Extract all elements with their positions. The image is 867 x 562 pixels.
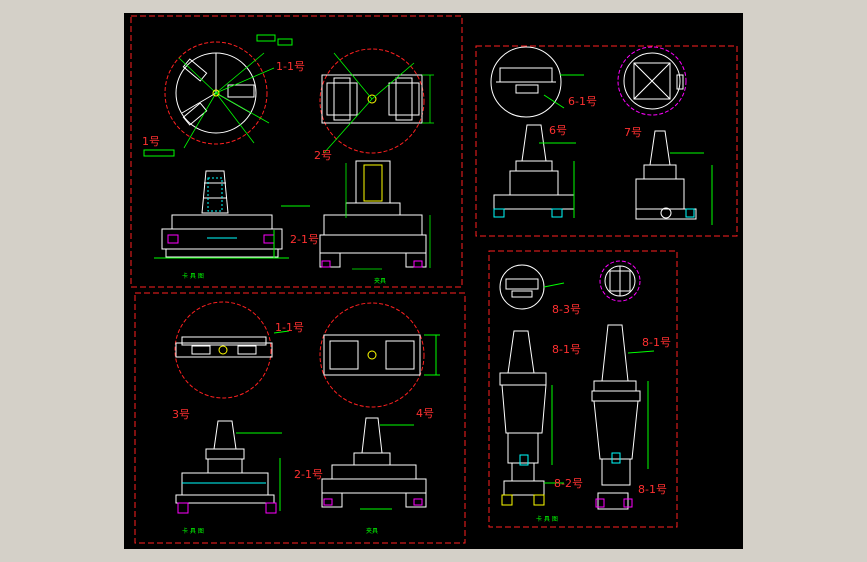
caption-1: 卡 具 图 xyxy=(182,272,204,280)
label-6: 6号 xyxy=(549,124,567,137)
part-labels: 1-1号 1号 2号 2-1号 6-1号 6号 7号 1-1号 3号 4号 2-… xyxy=(142,60,671,496)
part-6-front-view xyxy=(493,124,576,218)
part-8-3-top-view xyxy=(499,264,565,310)
label-1-1a: 1-1号 xyxy=(276,60,305,73)
caption-4: 夹具 xyxy=(366,527,378,535)
label-8-1c: 8-1号 xyxy=(638,483,667,496)
part-2-front-view xyxy=(319,160,431,270)
label-8-2: 8-2号 xyxy=(554,477,583,490)
part-2-1-top-view xyxy=(319,302,440,408)
part-7-front-view xyxy=(635,130,713,225)
label-3: 3号 xyxy=(172,408,190,421)
label-7: 7号 xyxy=(624,126,642,139)
frame-top-left xyxy=(130,15,463,288)
label-8-1b: 8-1号 xyxy=(642,336,671,349)
caption-3: 卡 具 图 xyxy=(182,527,204,535)
part-1-top-view xyxy=(143,34,293,157)
label-8-3: 8-3号 xyxy=(552,303,581,316)
part-6-top-view xyxy=(490,46,584,118)
caption-5: 卡 具 图 xyxy=(536,515,558,523)
label-6-1: 6-1号 xyxy=(568,95,597,108)
label-2-1a: 2-1号 xyxy=(290,233,319,246)
label-2: 2号 xyxy=(314,149,332,162)
sheet-frames xyxy=(130,15,738,544)
label-1: 1号 xyxy=(142,135,160,148)
frame-top-right xyxy=(475,45,738,237)
cad-viewport[interactable]: 1-1号 1号 2号 2-1号 6-1号 6号 7号 1-1号 3号 4号 2-… xyxy=(124,13,743,549)
label-8-1a: 8-1号 xyxy=(552,343,581,356)
part-1-1-top-view xyxy=(174,301,290,399)
part-8-1-front-view-b xyxy=(591,324,655,510)
part-1-front-view xyxy=(154,170,310,259)
sheet-captions: 卡 具 图 夹具 卡 具 图 夹具 卡 具 图 xyxy=(182,272,558,535)
part-3-front-view xyxy=(175,420,282,514)
label-4: 4号 xyxy=(416,407,434,420)
label-2-1b: 2-1号 xyxy=(294,468,323,481)
caption-2: 夹具 xyxy=(374,277,386,285)
frame-bottom-right xyxy=(488,250,678,528)
part-4-front-view xyxy=(321,417,427,510)
part-7-top-view xyxy=(617,46,687,116)
drawing-canvas: 1-1号 1号 2号 2-1号 6-1号 6号 7号 1-1号 3号 4号 2-… xyxy=(130,15,738,544)
frame-bottom-left xyxy=(134,292,466,544)
part-8-1-top-view xyxy=(599,260,641,302)
label-1-1b: 1-1号 xyxy=(275,321,304,334)
part-2-top-view xyxy=(319,48,434,154)
part-8-1-front-view-a xyxy=(499,330,564,506)
